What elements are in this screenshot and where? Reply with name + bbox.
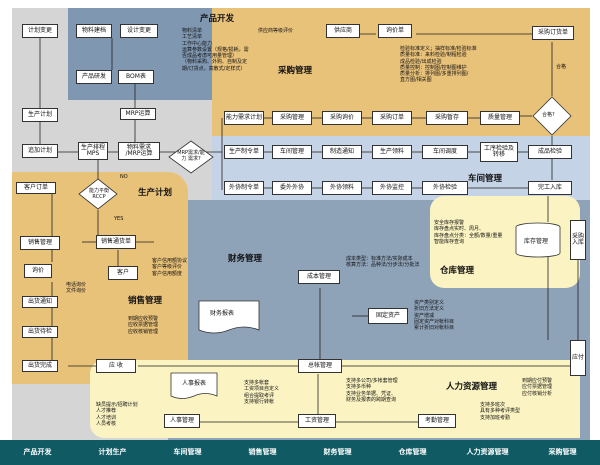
footer-item-sales[interactable]: 销售管理 [248, 448, 277, 456]
add-plan-box[interactable]: 追加计划 [22, 144, 58, 158]
warehouse-cylinder [515, 222, 561, 258]
production-plan-box[interactable]: 生产计划 [22, 108, 58, 122]
manuf-notice-box[interactable]: 制造通知 [322, 145, 362, 159]
process-report-box[interactable]: 工序检验及转移 [480, 142, 518, 162]
footer-item-purchasing[interactable]: 采购管理 [548, 448, 577, 456]
purchase-return-box[interactable]: 采购暂存 [426, 111, 468, 125]
payable-box[interactable]: 应付 [570, 340, 586, 376]
hr-note: 缺员提示/招聘计划 人才推荐 人才培训 人员考核 [96, 402, 138, 427]
mrp-op-box[interactable]: 物料需求 /MRP运算 [118, 142, 160, 160]
payable-note: 到期应付预警 应付票据管理 应付核销分析 [522, 378, 553, 397]
outsource-sub-box[interactable]: 委外外协 [272, 181, 312, 195]
capacity-ok-diamond [78, 178, 118, 210]
title-finance: 财务管理 [228, 254, 263, 264]
ledger-note: 支持多公司/多帐套管理 支持多币种 支持业务单据、凭证、 财务及报表的跨期查询 [346, 378, 398, 403]
no-label: NO [120, 174, 128, 180]
bom-box[interactable]: BOM表 [118, 70, 154, 84]
customer-box[interactable]: 客户 [108, 266, 138, 280]
design-change-box[interactable]: 设计变更 [120, 24, 158, 38]
mrp-need-diamond [168, 140, 214, 174]
finish-stock-in-box[interactable]: 完工入库 [528, 181, 572, 195]
hr-report-note: 支持多帐套 工资项目自定义 组合提取考评 支持银行转帐 [244, 380, 280, 405]
product-dev-box[interactable]: 产品研发 [76, 70, 112, 84]
footer-item-product-dev[interactable]: 产品开发 [23, 448, 52, 456]
warehouse-note: 安全库存报警 库存盘点实时、周月、 库存盘点分类：全额/数量/重量 智能库存查询 [434, 220, 503, 245]
plan-change-box[interactable]: 计划变更 [22, 24, 58, 38]
purchase-mgmt-box[interactable]: 采购管理 [272, 111, 312, 125]
shop-dispatch-box[interactable]: 车间调度 [422, 145, 468, 159]
outsource-monitor-box[interactable]: 外协监控 [372, 181, 412, 195]
capacity-ok-label: 能力平衡 RCCP [88, 188, 109, 201]
mrp-calc-box[interactable]: MRP运算 [120, 108, 156, 120]
cost-mgmt-box[interactable]: 成本管理 [298, 270, 340, 284]
outsource-inspect-box[interactable]: 外协检验 [422, 181, 468, 195]
outsource-order-box[interactable]: 外协制令单 [224, 181, 264, 195]
purchase-order-top-box[interactable]: 采购订货单 [532, 26, 574, 40]
fixed-asset-box[interactable]: 固定资产 [368, 308, 408, 324]
hr-report-label: 人事报表 [182, 380, 207, 387]
cost-note: 成本类型：标准方法/实际成本 核算方法：品种法/分步法/分批法 [346, 256, 420, 269]
title-warehouse: 仓库管理 [440, 266, 475, 276]
receivable-note: 到期应收预警 应收票据管理 应收核销管理 [128, 316, 159, 335]
phone-note: 电话询价 文件询价 [66, 282, 87, 295]
sales-note: 客户信用额协议 客户等级评价 客户信用额度 [152, 258, 188, 277]
ship-inspect-box[interactable]: 出货待检 [22, 326, 58, 338]
supplier-box[interactable]: 供应商 [326, 24, 360, 38]
payroll-box[interactable]: 工资管理 [298, 414, 336, 428]
finance-report-doc [198, 300, 260, 334]
prod-order-box[interactable]: 生产制令单 [224, 145, 264, 159]
capacity-plan-box[interactable]: 能力需求计划 [224, 111, 264, 125]
product-dev-note: 物料清单 工艺清单 工作中心能力 运算参数设置（规格/损耗，需否成品考虑可用量管… [182, 28, 249, 72]
footer-item-hr[interactable]: 人力资源管理 [466, 448, 509, 456]
purchase-in-box[interactable]: 采购入库 [570, 220, 586, 260]
ar-mgmt-box[interactable]: 总帐管理 [298, 359, 342, 373]
ship-done-box[interactable]: 出货完成 [22, 360, 58, 372]
purchase-inquiry-box[interactable]: 采购询价 [322, 111, 362, 125]
title-product-dev: 产品开发 [200, 14, 235, 24]
ship-notice-box[interactable]: 出货通知 [22, 296, 58, 308]
qualified-label: 合格? [542, 112, 555, 118]
sales-order-box[interactable]: 销售通货单 [96, 235, 136, 249]
sales-mgmt-box[interactable]: 销售管理 [20, 236, 60, 250]
supplier-cert-note: 供应商等级评价 [258, 28, 294, 34]
attendance-note: 支持多班次 具有多种考评类型 支持加班考勤 [480, 402, 521, 421]
attendance-box[interactable]: 考勤管理 [418, 414, 456, 428]
quality-note: 检验标准定义；抽样标准/检验标准 质量标准：来料检验/制程检验 成品检验/出成检… [400, 46, 477, 84]
shop-mgmt-box[interactable]: 车间管理 [272, 145, 312, 159]
hr-report-doc [170, 372, 218, 399]
receivable-box[interactable]: 应 收 [96, 359, 136, 373]
customer-order-box[interactable]: 客户订单 [16, 182, 56, 194]
finance-report-label: 财务报表 [210, 310, 235, 317]
material-build-box[interactable]: 物料建档 [76, 24, 112, 38]
footer-item-plan[interactable]: 计划生产 [98, 448, 127, 456]
purchase-order-box[interactable]: 采购订单 [372, 111, 412, 125]
title-sales: 销售管理 [128, 296, 163, 306]
footer-item-finance[interactable]: 财务管理 [323, 448, 352, 456]
title-workshop: 车间管理 [468, 174, 503, 184]
warehouse-mgmt-label: 库存管理 [524, 238, 549, 245]
mrp-need-label: MRP需求/能力 需求? [177, 150, 205, 163]
inquiry-price-box[interactable]: 询价 [24, 264, 52, 278]
footer-item-workshop[interactable]: 车间管理 [173, 448, 202, 456]
quality-mgmt-box[interactable]: 质量管理 [480, 111, 520, 125]
hr-mgmt-box[interactable]: 人事管理 [164, 414, 200, 428]
pass-label: 合格 [556, 64, 567, 70]
outsource-issue-box[interactable]: 外协领料 [322, 181, 362, 195]
footer-item-warehouse[interactable]: 仓库管理 [398, 448, 427, 456]
yes-label: YES [114, 216, 124, 222]
title-purchasing: 采购管理 [278, 66, 313, 76]
finished-inspect-box[interactable]: 成品检验 [528, 145, 572, 159]
title-production-plan: 生产计划 [138, 188, 173, 198]
inquiry-box[interactable]: 询价单 [378, 24, 412, 38]
fixed-asset-note: 资产类别定义 折旧方法定义 资产增减 固定资产对帐科目 累计折旧对帐科目 [414, 300, 455, 331]
module-footer: 产品开发 计划生产 车间管理 销售管理 财务管理 仓库管理 人力资源管理 采购管… [0, 440, 600, 465]
title-hr: 人力资源管理 [446, 382, 498, 392]
prod-issue-box[interactable]: 生产领料 [372, 145, 412, 159]
mps-box[interactable]: 生产排程 MPS [78, 142, 108, 160]
qualified-diamond [532, 96, 572, 136]
